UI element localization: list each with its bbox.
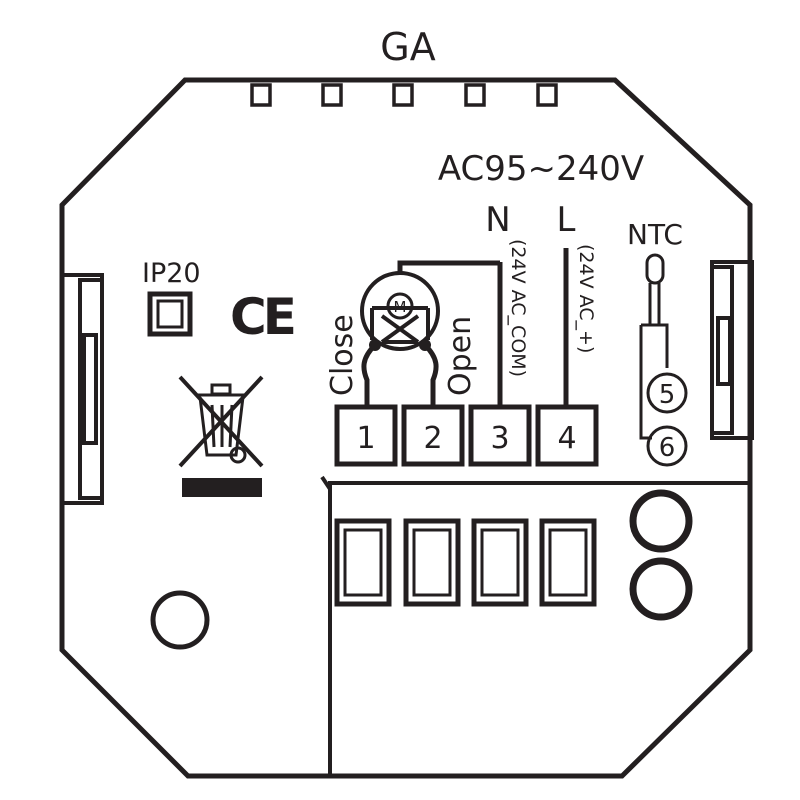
weee-bin-icon [178,375,264,468]
left-bracket [60,273,104,505]
wire-open [423,343,439,408]
partition-corner [320,475,332,491]
wire-close [361,343,377,408]
line-note: (24V AC_+) [575,244,597,353]
connector-blocks [334,518,597,607]
terminal-1: 1 [334,404,398,467]
neutral-note: (24V AC_COM) [507,239,529,377]
terminal-4: 4 [535,404,599,467]
weee-bar [182,478,262,497]
terminal-3-number: 3 [490,421,509,456]
terminal-block-outline [328,481,750,776]
right-bracket [710,260,754,440]
power-rating: AC95~240V [438,149,644,189]
open-label: Open [443,316,478,396]
ntc-pin-5 [646,372,688,414]
mounting-hole [150,590,210,650]
motor-letter: M [394,298,407,316]
ce-mark: CE [230,288,294,346]
terminal-1-number: 1 [356,421,375,456]
screw-holes [629,489,693,621]
wire-valve-common [397,260,500,273]
close-label: Close [325,314,360,396]
valve-motor-symbol [360,271,440,351]
terminal-4-number: 4 [557,421,576,456]
terminal-2: 2 [401,404,465,467]
top-clips [250,83,558,107]
line-label: L [557,200,576,240]
neutral-label: N [485,200,510,240]
terminal-3: 3 [468,404,532,467]
ntc-pin-6-label: 6 [659,433,676,463]
terminal-2-number: 2 [423,421,442,456]
diagram-title: GA [380,25,435,69]
ntc-pin-6 [646,425,688,467]
ip-rating: IP20 [142,258,201,289]
ntc-pin-5-label: 5 [659,380,676,410]
ip-rating-icon [147,291,193,337]
ntc-label: NTC [627,218,683,251]
